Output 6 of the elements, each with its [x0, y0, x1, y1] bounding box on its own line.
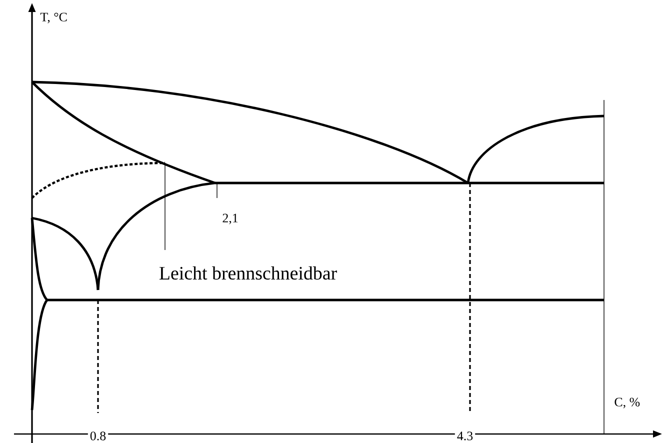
axis-label: T, °C — [38, 10, 70, 26]
region-label: Leicht brennschneidbar — [156, 264, 340, 282]
tick-label: 2,1 — [220, 212, 240, 226]
tick-label: 0.8 — [88, 430, 108, 442]
tick-label: 4.3 — [454, 430, 476, 442]
axis-label: C, % — [612, 396, 642, 410]
